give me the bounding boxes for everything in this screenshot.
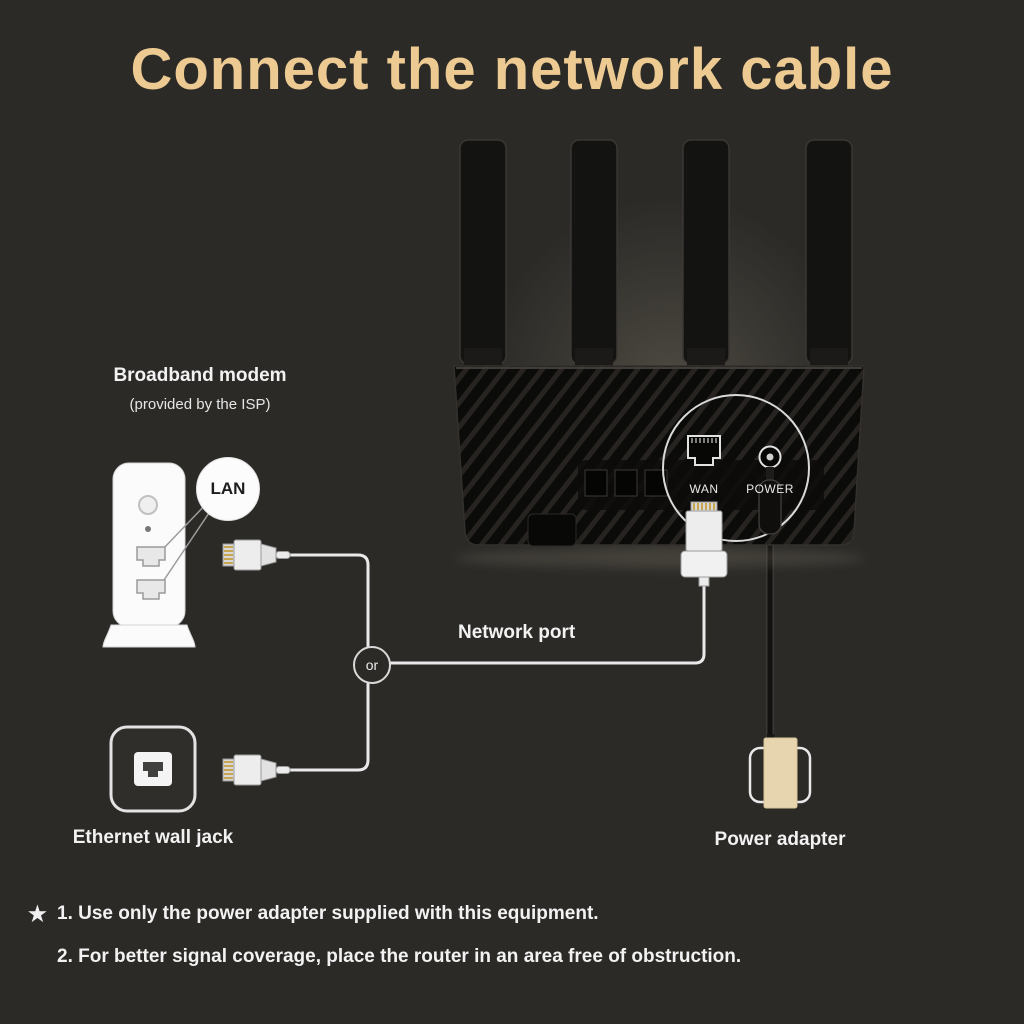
antenna-3 bbox=[682, 139, 730, 365]
router-lan-ports bbox=[584, 469, 668, 497]
rj45-connector-wan-icon bbox=[680, 501, 728, 587]
router-antennas bbox=[459, 139, 853, 365]
cable-or-to-wan bbox=[386, 572, 706, 665]
wan-port bbox=[687, 435, 721, 466]
wall-jack-label: Ethernet wall jack bbox=[72, 827, 234, 848]
rj45-connector-walljack bbox=[222, 754, 291, 786]
modem-dot bbox=[145, 526, 151, 532]
antenna-2 bbox=[570, 139, 618, 365]
modem-sublabel: (provided by the ISP) bbox=[129, 396, 271, 413]
router-illustration bbox=[453, 139, 865, 587]
cable-walljack-to-or bbox=[282, 677, 370, 772]
modem-led bbox=[138, 495, 158, 515]
modem-label: Broadband modem bbox=[113, 365, 287, 386]
antenna-1 bbox=[459, 139, 507, 365]
antenna-4 bbox=[805, 139, 853, 365]
modem-base bbox=[102, 624, 196, 648]
jack-slot bbox=[143, 762, 163, 777]
adapter-body bbox=[763, 737, 798, 809]
power-port bbox=[758, 445, 782, 469]
network-port-label: Network port bbox=[458, 622, 576, 643]
router-reflection bbox=[455, 548, 865, 568]
cable-modem-to-or bbox=[282, 553, 370, 649]
note-line-2: 2. For better signal coverage, place the… bbox=[57, 946, 742, 967]
note-star-icon: ★ bbox=[28, 903, 47, 926]
power-port-label: POWER bbox=[746, 482, 794, 496]
lan-badge-label: LAN bbox=[210, 479, 246, 498]
power-adapter-illustration bbox=[748, 734, 812, 809]
antenna-hinges bbox=[464, 348, 848, 368]
ethernet-cables bbox=[282, 553, 706, 772]
port-callout-circle bbox=[662, 394, 810, 542]
modem-body bbox=[112, 462, 186, 628]
page-title: Connect the network cable bbox=[130, 37, 894, 102]
rj45-connector-modem bbox=[222, 539, 291, 571]
or-badge-label: or bbox=[365, 657, 379, 673]
power-adapter-label: Power adapter bbox=[714, 829, 846, 850]
lan-badge: LAN bbox=[196, 457, 260, 521]
modem-lan-ports bbox=[136, 546, 166, 600]
router-stand bbox=[527, 513, 577, 547]
router-body bbox=[453, 365, 865, 546]
wan-port-label: WAN bbox=[689, 482, 719, 496]
or-badge: or bbox=[353, 646, 391, 684]
wall-jack-illustration bbox=[109, 725, 197, 813]
power-plug-icon bbox=[758, 467, 782, 535]
note-line-1: 1. Use only the power adapter supplied w… bbox=[57, 903, 599, 924]
